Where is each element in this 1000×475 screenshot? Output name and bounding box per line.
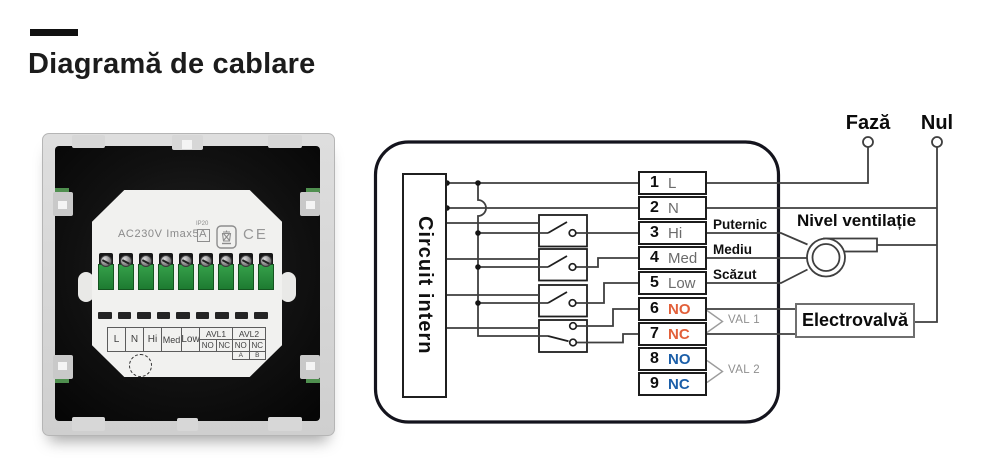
pcb-sliver [55, 188, 69, 192]
internal-circuit-box: Circuit intern [402, 173, 447, 398]
val-brackets [706, 309, 724, 384]
valve-box: Electrovalvă [795, 303, 915, 338]
corner-clip [300, 192, 320, 216]
internal-circuit-label: Circuit intern [414, 216, 436, 355]
terminal-row-5: 5 Low [638, 271, 707, 295]
val2-label: VAL 2 [728, 364, 761, 376]
voltage-rating-label: AC230V Imax5A [118, 228, 208, 240]
terminal-row-6: 6 NO [638, 297, 707, 321]
screw-terminal [118, 253, 134, 290]
side-boss [280, 272, 296, 302]
phase-terminal-icon [862, 136, 874, 148]
valve-label: Electrovalvă [801, 310, 909, 330]
mount-tab [72, 135, 105, 148]
fan-speed-medium-label: Mediu [713, 242, 752, 257]
side-boss [78, 272, 94, 302]
corner-clip [53, 355, 73, 379]
mount-tab [72, 417, 105, 431]
junction-dots [444, 180, 481, 306]
mount-tab [172, 135, 203, 150]
neutral-terminal-icon [931, 136, 943, 148]
corner-clip [300, 355, 320, 379]
wires [447, 147, 938, 344]
pcb-sliver [306, 379, 320, 383]
page-title: Diagramă de cablare [28, 48, 316, 80]
vent-slots [98, 312, 274, 319]
neutral-label: Nul [920, 112, 954, 134]
switch-arms [547, 221, 569, 343]
screw-terminal [98, 253, 114, 290]
pcb-sliver [55, 379, 69, 383]
fan-speed-high-label: Puternic [713, 217, 768, 232]
screw-terminal [198, 253, 214, 290]
terminal-blocks [98, 253, 274, 290]
ip-rating-label: IP20 [196, 221, 209, 227]
terminal-row-8: 8 NO [638, 347, 707, 371]
terminal-row-4: 4 Med [638, 246, 707, 270]
fan-level-title: Nivel ventilație [797, 211, 917, 230]
weee-bin-icon [216, 225, 237, 249]
terminal-row-7: 7 NC [638, 322, 707, 346]
terminal-row-1: 1 L [638, 171, 707, 195]
screw-terminal [218, 253, 234, 290]
val1-label: VAL 1 [728, 314, 761, 326]
fan-speed-low-label: Scăzut [713, 267, 757, 282]
pin-label-table: L N Hi Med Low AVL1 NO NC AVL2 NO NC A [107, 327, 266, 360]
mount-tab [177, 418, 198, 431]
screw-terminal [178, 253, 194, 290]
avl2-group: AVL2 NO NC A B [232, 327, 266, 360]
mount-tab [268, 135, 302, 148]
title-dash [30, 29, 78, 36]
terminal-row-2: 2 N [638, 196, 707, 220]
ce-mark-label: CE [243, 226, 268, 243]
screw-terminal [238, 253, 254, 290]
pcb-sliver [306, 188, 320, 192]
corner-clip [53, 192, 73, 216]
ip-symbol-icon [197, 229, 210, 242]
relay-switch-boxes [538, 214, 588, 353]
diagram-border [373, 140, 781, 424]
terminal-row-9: 9 NC [638, 372, 707, 396]
fan-symbol [806, 237, 878, 278]
terminal-row-3: 3 Hi [638, 221, 707, 245]
screw-terminal [258, 253, 274, 290]
thermostat-photo: AC230V Imax5A IP20 CE L N [30, 118, 340, 463]
switch-contacts [568, 228, 578, 347]
adjust-hole [129, 354, 152, 377]
pin-cell: B [248, 351, 266, 360]
mount-tab [268, 417, 302, 431]
screw-terminal [138, 253, 154, 290]
phase-label: Fază [845, 112, 891, 134]
screw-terminal [158, 253, 174, 290]
